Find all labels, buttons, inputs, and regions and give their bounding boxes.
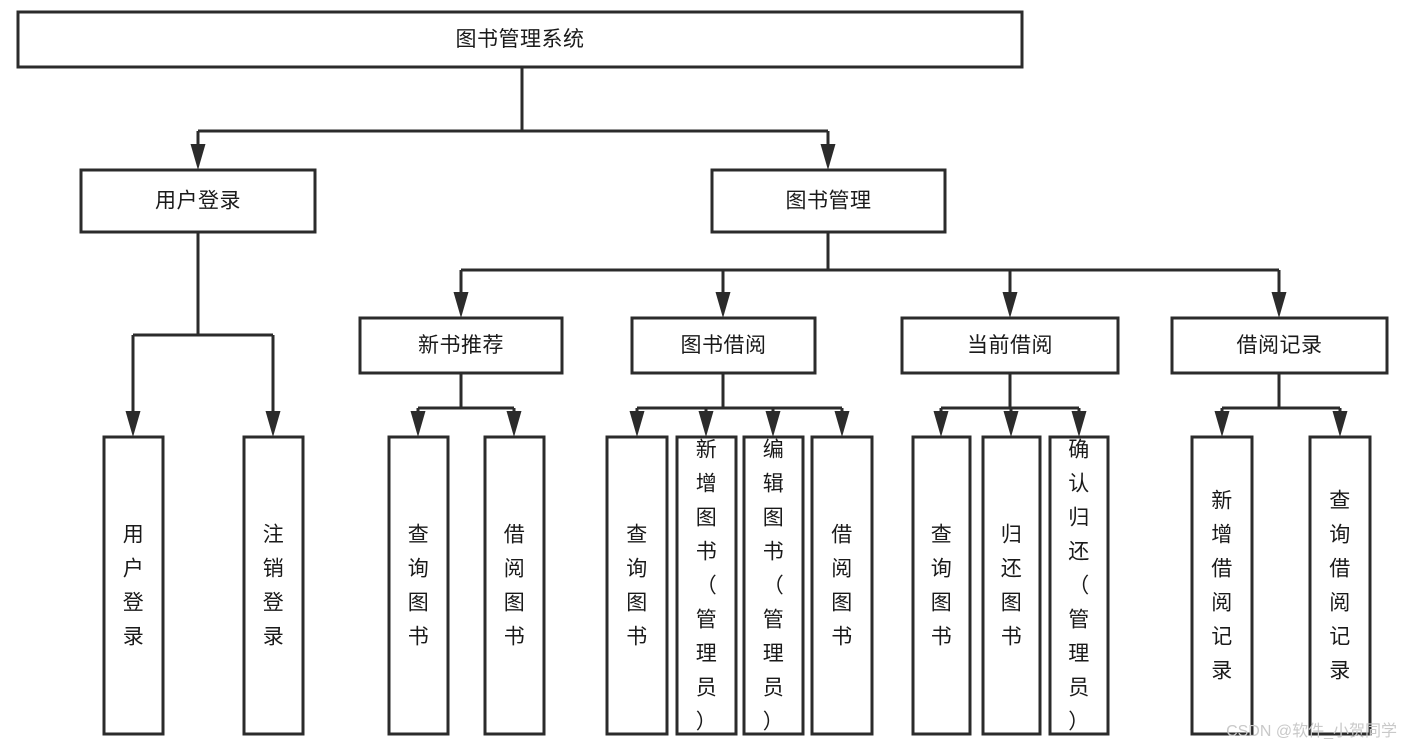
mgmt-drop-0-arrow-icon <box>453 292 469 318</box>
node-借阅记录[interactable]: 借阅记录 <box>1170 316 1389 375</box>
leaf-box[interactable] <box>483 435 546 736</box>
leaf-label: 查询借阅记录 <box>1329 490 1351 683</box>
group-当前借阅-drop-2-arrow-icon <box>1071 411 1087 437</box>
node-查询图书[interactable]: 查询图书 <box>911 435 972 736</box>
leaf-box[interactable] <box>387 435 450 736</box>
leaf-label: 新增图书（管理员） <box>696 439 718 734</box>
node-新增图书管理员[interactable]: 新增图书（管理员） <box>675 435 738 736</box>
node-新增借阅记录[interactable]: 新增借阅记录 <box>1190 435 1254 736</box>
level3-label: 当前借阅 <box>967 334 1053 357</box>
leaf-box[interactable] <box>675 435 738 736</box>
root-label: 图书管理系统 <box>456 28 585 51</box>
leaf-box[interactable] <box>1308 435 1372 736</box>
leaf-label: 用户登录 <box>123 524 145 649</box>
level2-label: 图书管理 <box>786 190 872 213</box>
root-drop-0-arrow-icon <box>190 144 206 170</box>
node-用户登录[interactable]: 用户登录 <box>79 168 317 234</box>
group-图书借阅-drop-3-arrow-icon <box>834 411 850 437</box>
group-当前借阅-drop-1-arrow-icon <box>1003 411 1019 437</box>
leaf-box[interactable] <box>911 435 972 736</box>
node-图书管理[interactable]: 图书管理 <box>710 168 947 234</box>
level3-label: 借阅记录 <box>1237 334 1323 357</box>
leaf-label: 归还图书 <box>1001 524 1023 649</box>
leaf-label: 注销登录 <box>263 524 285 649</box>
level3-box[interactable] <box>900 316 1120 375</box>
group-图书借阅-drop-0-arrow-icon <box>629 411 645 437</box>
level2-box[interactable] <box>79 168 317 234</box>
group-图书借阅-drop-1-arrow-icon <box>698 411 714 437</box>
node-图书借阅[interactable]: 图书借阅 <box>630 316 817 375</box>
node-查询图书[interactable]: 查询图书 <box>387 435 450 736</box>
leaf-label: 查询图书 <box>626 524 648 649</box>
group-新书推荐-drop-0-arrow-icon <box>410 411 426 437</box>
login-drop-0-arrow-icon <box>125 411 141 437</box>
leaf-label: 借阅图书 <box>831 524 853 649</box>
leaf-label: 查询图书 <box>931 524 953 649</box>
level3-box[interactable] <box>1170 316 1389 375</box>
leaf-label: 确认归还（管理员） <box>1068 439 1090 734</box>
leaf-label: 新增借阅记录 <box>1211 490 1233 683</box>
mgmt-drop-3-arrow-icon <box>1271 292 1287 318</box>
leaf-box[interactable] <box>1048 435 1110 736</box>
node-查询借阅记录[interactable]: 查询借阅记录 <box>1308 435 1372 736</box>
level3-box[interactable] <box>358 316 564 375</box>
leaf-label: 借阅图书 <box>504 524 526 649</box>
node-归还图书[interactable]: 归还图书 <box>981 435 1042 736</box>
node-借阅图书[interactable]: 借阅图书 <box>483 435 546 736</box>
leaf-box[interactable] <box>981 435 1042 736</box>
group-新书推荐-drop-1-arrow-icon <box>506 411 522 437</box>
leaf-box[interactable] <box>810 435 874 736</box>
node-借阅图书[interactable]: 借阅图书 <box>810 435 874 736</box>
group-借阅记录-drop-0-arrow-icon <box>1214 411 1230 437</box>
level3-label: 新书推荐 <box>418 334 504 357</box>
leaf-box[interactable] <box>102 435 165 736</box>
leaf-label: 查询图书 <box>408 524 430 649</box>
node-用户登录[interactable]: 用户登录 <box>102 435 165 736</box>
root-box[interactable] <box>16 10 1024 69</box>
leaf-box[interactable] <box>742 435 805 736</box>
leaf-box[interactable] <box>242 435 305 736</box>
level3-label: 图书借阅 <box>681 334 767 357</box>
group-当前借阅-drop-0-arrow-icon <box>933 411 949 437</box>
node-确认归还管理员[interactable]: 确认归还（管理员） <box>1048 435 1110 736</box>
node-编辑图书管理员[interactable]: 编辑图书（管理员） <box>742 435 805 736</box>
node-新书推荐[interactable]: 新书推荐 <box>358 316 564 375</box>
level2-label: 用户登录 <box>155 190 241 213</box>
level3-box[interactable] <box>630 316 817 375</box>
leaf-label: 编辑图书（管理员） <box>763 439 785 734</box>
root-drop-1-arrow-icon <box>820 144 836 170</box>
mgmt-drop-1-arrow-icon <box>715 292 731 318</box>
login-drop-1-arrow-icon <box>265 411 281 437</box>
level2-box[interactable] <box>710 168 947 234</box>
node-查询图书[interactable]: 查询图书 <box>605 435 669 736</box>
node-图书管理系统[interactable]: 图书管理系统 <box>16 10 1024 69</box>
leaf-box[interactable] <box>605 435 669 736</box>
node-当前借阅[interactable]: 当前借阅 <box>900 316 1120 375</box>
group-借阅记录-drop-1-arrow-icon <box>1332 411 1348 437</box>
mgmt-drop-2-arrow-icon <box>1002 292 1018 318</box>
node-注销登录[interactable]: 注销登录 <box>242 435 305 736</box>
group-图书借阅-drop-2-arrow-icon <box>765 411 781 437</box>
leaf-box[interactable] <box>1190 435 1254 736</box>
